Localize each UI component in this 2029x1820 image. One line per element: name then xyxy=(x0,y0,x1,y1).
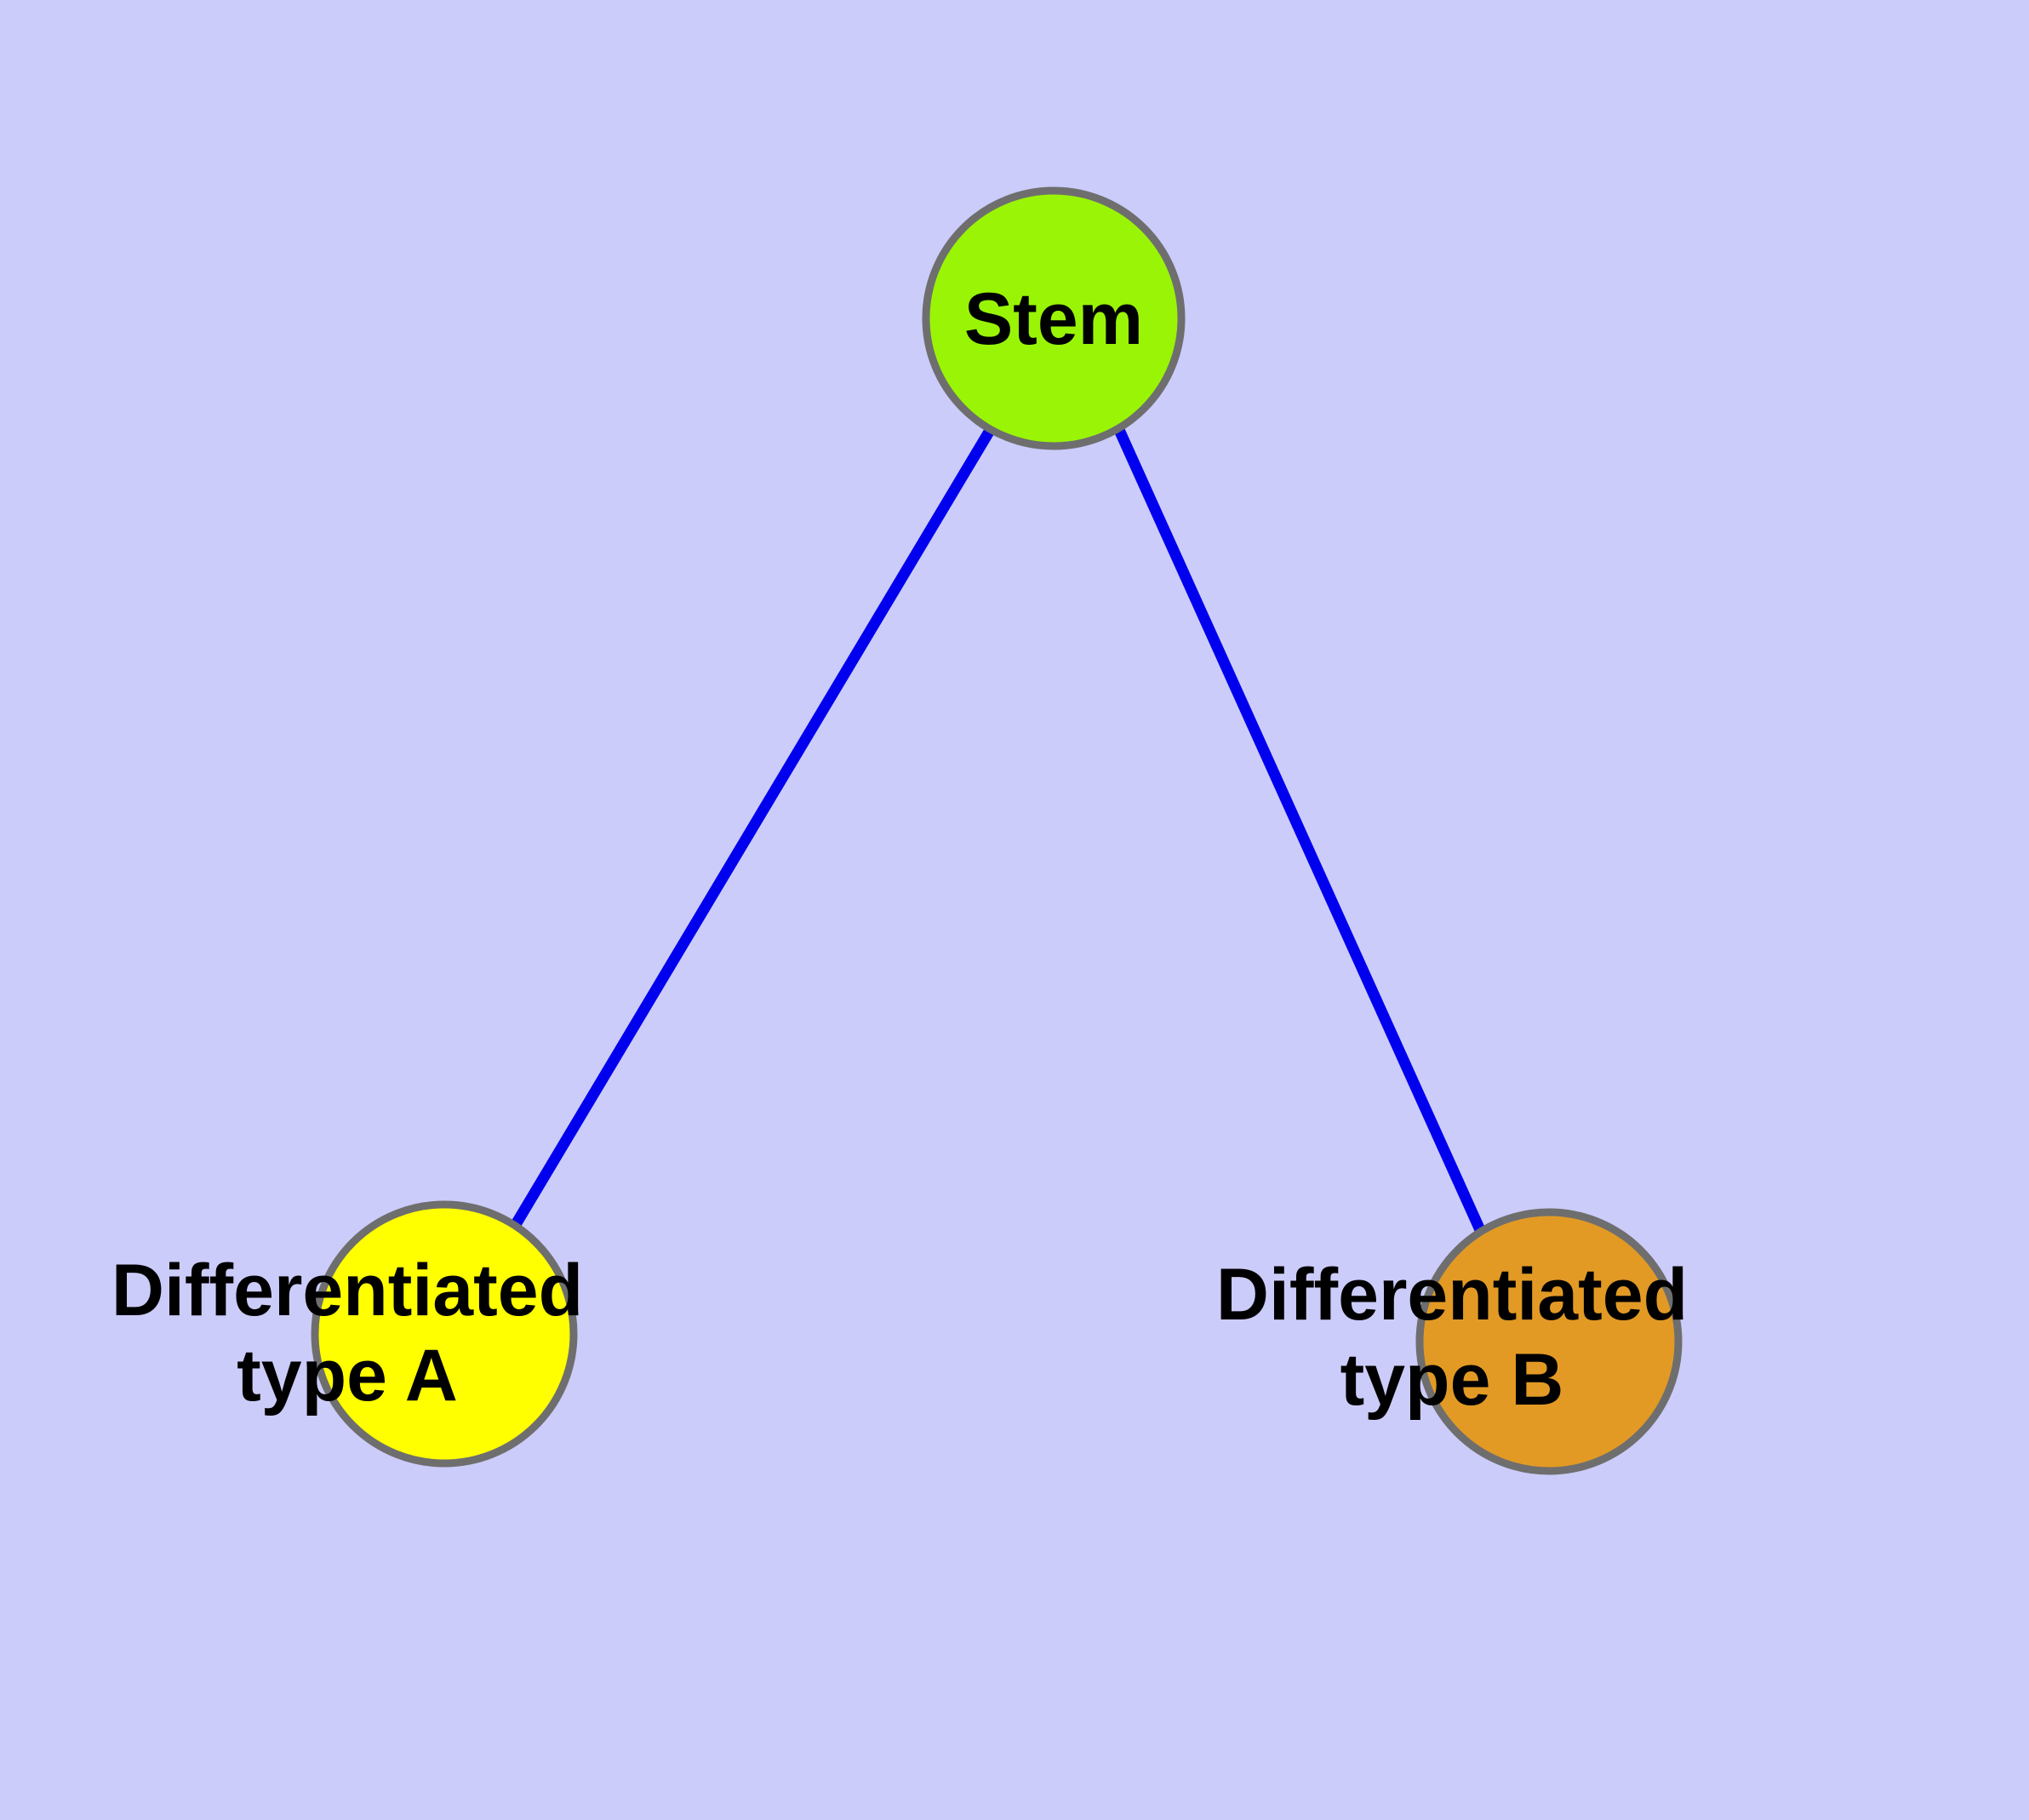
node-diff-b-label-group: Differentiated type B xyxy=(1216,1254,1688,1421)
node-diff-b-label-line-2: type B xyxy=(1340,1339,1564,1421)
node-diff-a-circle[interactable] xyxy=(311,1200,578,1468)
node-diff-a-label-line-1: Differentiated xyxy=(111,1250,583,1331)
node-diff-a[interactable] xyxy=(311,1200,578,1468)
node-diff-b-circle[interactable] xyxy=(1415,1208,1683,1475)
node-diff-a-label-group: Differentiated type A xyxy=(111,1250,583,1417)
node-diff-a-label-line-2: type A xyxy=(237,1335,458,1417)
node-stem-circle[interactable] xyxy=(922,186,1186,450)
node-stem-label: Stem xyxy=(964,278,1143,360)
node-stem[interactable]: Stem xyxy=(922,186,1186,450)
node-diff-b-label-line-1: Differentiated xyxy=(1216,1254,1688,1336)
edge-layer xyxy=(510,426,1486,1234)
edge-stem-to-diff-b[interactable] xyxy=(1114,427,1486,1234)
node-diff-b[interactable] xyxy=(1415,1208,1683,1475)
node-layer: Stem Differentiated type A Differentiate… xyxy=(111,186,1688,1475)
edge-stem-to-diff-a[interactable] xyxy=(510,426,996,1229)
